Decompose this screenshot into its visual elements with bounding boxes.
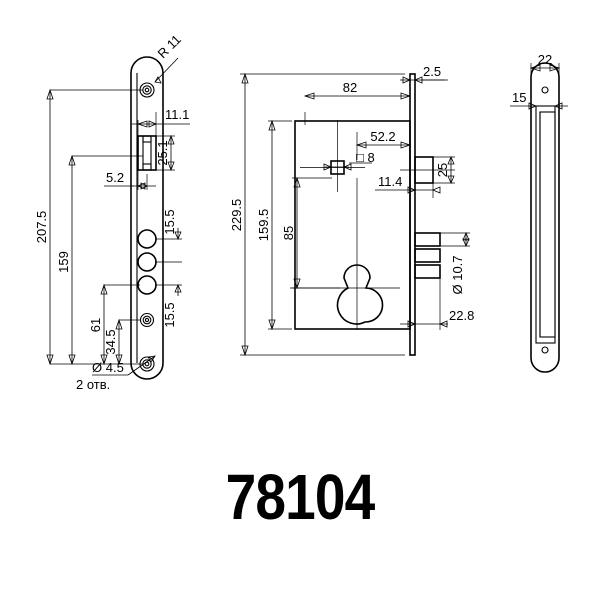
dimension-15-5-lower: 15.5 (155, 283, 182, 328)
dimension-5-2-label: 5.2 (106, 170, 124, 185)
dimension-22: 22 (529, 52, 561, 85)
deadbolt-1 (414, 232, 441, 247)
deadbolt-2 (414, 248, 441, 263)
dimension-229-5: 229.5 (229, 72, 405, 357)
screw-hole-bottom-inner (144, 361, 150, 367)
lock-body-side-view: 2.5 82 52.2 □ 8 (229, 64, 474, 357)
part-number-title: 78104 (225, 461, 376, 533)
dimension-15-5-upper-label: 15.5 (162, 209, 177, 234)
dimension-11-1: 11.1 (132, 107, 190, 140)
screw-hole-top-inner (144, 87, 150, 93)
lock-case-body (294, 120, 411, 330)
note-quantity-label: 2 отв. (76, 377, 110, 392)
dimension-61: 61 (88, 283, 140, 366)
dimension-229-5-label: 229.5 (229, 199, 244, 232)
dimension-25-1-label: 25.1 (155, 140, 170, 165)
faceplate-edge-view: 22 15 (510, 52, 568, 373)
dimension-85: 85 (281, 176, 340, 290)
note-diameter-label: Ø 4.5 (92, 360, 124, 375)
edge-screw-hole-top (541, 86, 549, 94)
dimension-15-5-lower-label: 15.5 (162, 302, 177, 327)
dimension-bolt-diameter-label: Ø 10.7 (450, 255, 465, 294)
dimension-bolt-diameter: Ø 10.7 (440, 231, 470, 295)
dimension-25-label: 25 (435, 163, 450, 177)
dimension-61-label: 61 (88, 318, 103, 332)
screw-hole-mid-outer (139, 312, 155, 328)
deadbolt-hole-2 (137, 252, 157, 272)
dimension-25-1: 25.1 (155, 134, 175, 172)
dimension-11-4-label: 11.4 (378, 174, 402, 189)
dimension-15-5-upper: 15.5 (155, 209, 182, 263)
faceplate-front-view: R 11 207.5 159 61 (34, 32, 190, 392)
dimension-22-8-label: 22.8 (449, 308, 474, 323)
dimension-15: 15 (510, 90, 568, 110)
dimension-25: 25 (433, 155, 455, 185)
dimension-34-5: 34.5 (103, 318, 141, 366)
dimension-11-1-label: 11.1 (165, 107, 189, 122)
euro-cylinder-keyhole (336, 264, 384, 325)
dimension-R11: R 11 (154, 32, 184, 84)
latch-tongue-bottom (142, 163, 152, 171)
dimension-159-label: 159 (56, 251, 71, 273)
screw-hole-mid-mid (142, 315, 152, 325)
deadbolt-hole-3 (137, 275, 157, 295)
dimension-R11-label: R 11 (155, 32, 184, 61)
dimension-159: 159 (56, 154, 143, 366)
screw-hole-mid-inner (144, 317, 150, 323)
note-hole-diameter: Ø 4.5 2 отв. (76, 355, 156, 392)
dimension-82: 82 (303, 74, 412, 125)
dimension-52-2-label: 52.2 (370, 129, 395, 144)
dimension-207-5-label: 207.5 (34, 211, 49, 244)
dimension-82-label: 82 (343, 80, 357, 95)
latch-tongue-top (142, 135, 152, 143)
dimension-square-8-label: □ 8 (356, 150, 375, 165)
dimension-15-label: 15 (512, 90, 526, 105)
edge-plate-channel (535, 105, 556, 344)
dimension-22-label: 22 (538, 52, 552, 67)
dimension-207-5: 207.5 (34, 88, 143, 366)
dimension-159-5: 159.5 (256, 119, 292, 331)
dimension-square-8: □ 8 (323, 150, 375, 171)
dimension-11-4: 11.4 (375, 174, 441, 198)
dimension-85-label: 85 (281, 226, 296, 240)
edge-screw-hole-bottom (541, 346, 549, 354)
dimension-22-8: 22.8 (400, 278, 474, 330)
faceplate-outline (130, 56, 164, 380)
edge-plate-channel-inner (539, 111, 556, 338)
screw-hole-top-mid (142, 85, 152, 95)
dimension-34-5-label: 34.5 (103, 329, 118, 354)
deadbolt-hole-1 (137, 229, 157, 249)
dimension-2-5: 2.5 (400, 64, 448, 84)
dimension-2-5-label: 2.5 (423, 64, 441, 79)
dimension-52-2: 52.2 (355, 129, 412, 160)
dimension-159-5-label: 159.5 (256, 209, 271, 242)
edge-plate-outline (530, 62, 560, 373)
dimension-5-2: 5.2 (104, 170, 156, 190)
deadbolt-3 (414, 264, 441, 279)
latch-cutout (137, 135, 157, 171)
